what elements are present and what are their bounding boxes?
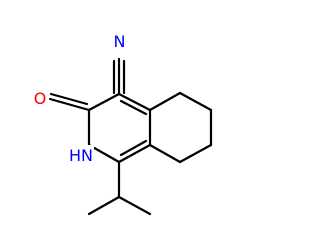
bond-c4-c3 (87, 92, 121, 112)
bond-c8a-c1-double (117, 139, 152, 164)
nitrile-triple-bond (112, 57, 126, 96)
nitrile-nitrogen-label: N (114, 32, 126, 51)
molecule-diagram: N O HN (32, 30, 213, 216)
carbonyl-double-bond (48, 92, 91, 112)
bond-c8-c8a (148, 143, 182, 164)
bond-c5-c6 (178, 91, 213, 112)
bond-ch-methyl-left (87, 195, 121, 216)
bond-c4a-c5 (148, 91, 182, 112)
carbonyl-oxygen-label: O (34, 89, 47, 108)
bond-ch-methyl-right (117, 195, 152, 216)
ring-nh-atom: HN (68, 145, 94, 165)
ring-nh-label: HN (69, 146, 93, 165)
carbonyl-oxygen-atom: O (32, 88, 49, 108)
bond-c4-c4a-double (117, 92, 152, 116)
nitrile-nitrogen-atom: N (111, 30, 128, 51)
bond-c7-c8 (178, 143, 213, 164)
